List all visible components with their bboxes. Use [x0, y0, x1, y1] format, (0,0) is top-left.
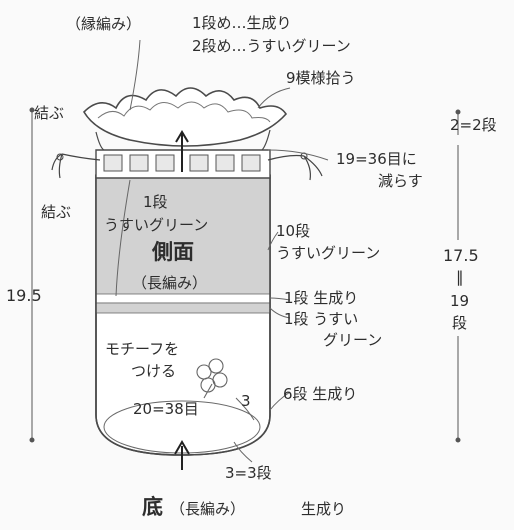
green-body-band: [96, 178, 270, 294]
stripe-b2-label: グリーン: [323, 331, 383, 349]
edge-row2-label: 2段め…うすいグリーン: [192, 37, 351, 55]
band-10-color-label: うすいグリーン: [276, 244, 381, 262]
edge-gather: [95, 129, 271, 151]
motif-clover: [196, 358, 228, 399]
motif-label-1: モチーフを: [105, 340, 180, 358]
base-three-label: 3: [241, 392, 251, 410]
right-rows-b-label: 段: [452, 314, 468, 332]
right-eq-label: ‖: [456, 268, 464, 286]
left-height-label: 19.5: [6, 286, 42, 305]
side-row1-color-label: うすいグリーン: [104, 216, 209, 234]
tie-side-label: 結ぶ: [41, 203, 72, 221]
motif-label-2: つける: [131, 362, 177, 380]
stripe-b1-label: 1段 うすい: [284, 310, 359, 328]
arrow-up-edge: [175, 130, 189, 172]
base-rows-label: 3=3段: [225, 464, 272, 482]
edge-row1-label: 1段め…生成り: [192, 14, 292, 32]
side-stitch-label: （長編み）: [132, 274, 208, 292]
drawstring-right: [267, 154, 323, 181]
tie-top-label: 結ぶ: [34, 104, 65, 122]
drawstring-left: [51, 153, 101, 179]
green-stripe: [95, 302, 271, 314]
edge-label: （縁編み）: [66, 15, 142, 33]
stripe-a-label: 1段 生成り: [284, 289, 359, 307]
side-title: 側面: [152, 240, 194, 264]
decrease-label-2: 減らす: [378, 172, 423, 190]
leader-lines: [115, 39, 329, 463]
right-top-label: 2=2段: [450, 116, 497, 134]
right-height-label: 17.5: [443, 246, 479, 265]
bottom-title: 底: [142, 495, 163, 519]
dimension-left: [29, 107, 35, 443]
lower-rows-label: 6段 生成り: [283, 385, 358, 403]
base-count-label: 20=38目: [133, 400, 199, 418]
bottom-color-label: 生成り: [301, 500, 347, 518]
drawstring-left-bead: [56, 153, 64, 161]
cream-stripe: [95, 293, 271, 304]
scalloped-edge: [82, 87, 288, 147]
side-row1-label: 1段: [143, 193, 168, 211]
drawstring-holes: [103, 154, 261, 172]
dimension-right: [455, 109, 461, 443]
band-10-label: 10段: [276, 222, 311, 240]
scalloped-edge-inner: [97, 101, 271, 123]
arrow-up-bottom: [174, 440, 190, 470]
right-rows-a-label: 19: [450, 292, 470, 310]
bottom-stitch-label: （長編み）: [170, 500, 246, 518]
decrease-label-1: 19=36目に: [336, 150, 417, 168]
pick-pattern-label: 9模様拾う: [286, 69, 356, 87]
